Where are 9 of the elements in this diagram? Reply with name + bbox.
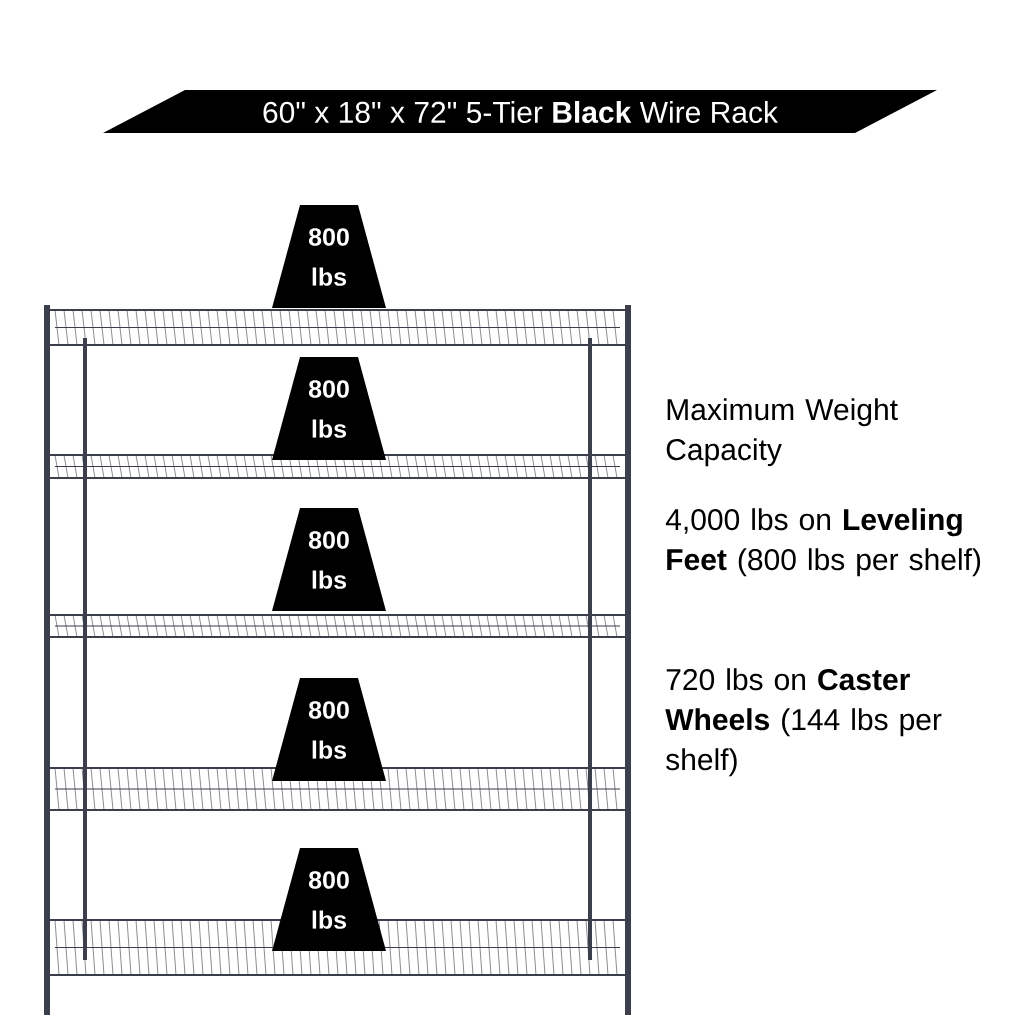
weight-badge: 800 lbs	[272, 357, 386, 460]
title-banner: 60" x 18" x 72" 5-Tier Black Wire Rack	[103, 90, 937, 133]
weight-badge: 800 lbs	[272, 508, 386, 611]
capacity-text: Maximum Weight Capacity	[666, 398, 898, 467]
weight-badge: 800 lbs	[272, 678, 386, 781]
capacity-text: 720 lbs on Caster Wheels (144 lbs per shelf)	[665, 668, 942, 777]
capacity-text: 4,000 lbs on Leveling Feet (800 lbs per shelf)	[665, 508, 981, 577]
weight-badge: 800 lbs	[272, 205, 386, 308]
weight-badge: 800 lbs	[272, 848, 386, 951]
